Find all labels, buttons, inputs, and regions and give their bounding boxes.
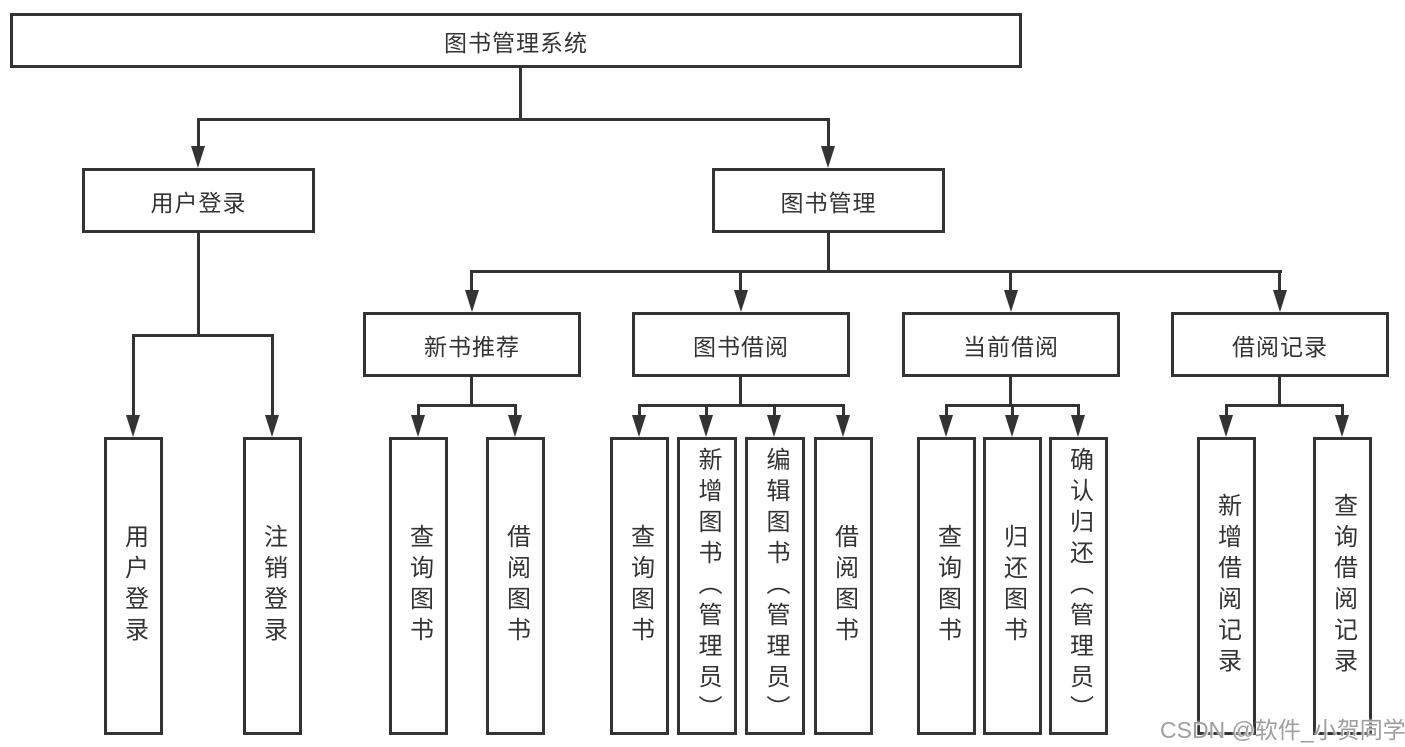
connector-line bbox=[1225, 404, 1344, 407]
connector-line bbox=[417, 404, 420, 417]
connector-line bbox=[773, 404, 776, 417]
arrow-down-icon bbox=[265, 415, 279, 437]
connector-line bbox=[470, 270, 1282, 273]
arrow-down-icon bbox=[767, 415, 781, 437]
arrow-down-icon bbox=[1273, 290, 1287, 312]
leaf-return-book: 归还图书 bbox=[983, 437, 1042, 735]
connector-line bbox=[1278, 270, 1281, 292]
connector-line bbox=[638, 404, 641, 417]
arrow-down-icon bbox=[411, 415, 425, 437]
connector-line bbox=[271, 334, 274, 417]
box-new-book-recommend: 新书推荐 bbox=[363, 312, 581, 377]
leaf-confirm-return-admin: 确认归还（管理员） bbox=[1049, 437, 1108, 735]
arrow-down-icon bbox=[1071, 415, 1085, 437]
leaf-user-login: 用户登录 bbox=[104, 437, 163, 735]
arrow-down-icon bbox=[1335, 415, 1349, 437]
leaf-add-borrow-record: 新增借阅记录 bbox=[1197, 437, 1256, 735]
connector-line bbox=[1009, 270, 1012, 292]
arrow-down-icon bbox=[836, 415, 850, 437]
connector-line bbox=[519, 68, 522, 120]
connector-line bbox=[197, 233, 200, 336]
leaf-query-book-current: 查询图书 bbox=[917, 437, 976, 735]
arrow-down-icon bbox=[1219, 415, 1233, 437]
arrow-down-icon bbox=[1004, 290, 1018, 312]
connector-line bbox=[1225, 404, 1228, 417]
leaf-query-borrow-record: 查询借阅记录 bbox=[1313, 437, 1372, 735]
csdn-watermark: CSDN @软件_小贺同学 bbox=[1160, 717, 1405, 743]
box-borrow-record: 借阅记录 bbox=[1171, 312, 1389, 377]
connector-line bbox=[827, 118, 830, 150]
connector-line bbox=[1077, 404, 1080, 417]
connector-line bbox=[638, 404, 845, 407]
connector-line bbox=[132, 334, 135, 417]
root-box-library-system: 图书管理系统 bbox=[10, 13, 1022, 68]
box-book-management: 图书管理 bbox=[712, 168, 945, 233]
connector-line bbox=[1011, 404, 1014, 417]
box-book-borrow: 图书借阅 bbox=[632, 312, 850, 377]
connector-line bbox=[739, 377, 742, 406]
leaf-logout: 注销登录 bbox=[243, 437, 302, 735]
arrow-down-icon bbox=[465, 290, 479, 312]
leaf-edit-book-admin: 编辑图书（管理员） bbox=[745, 437, 805, 735]
arrow-down-icon bbox=[699, 415, 713, 437]
arrow-down-icon bbox=[821, 146, 835, 168]
leaf-query-book-recommend: 查询图书 bbox=[389, 437, 448, 735]
connector-line bbox=[132, 334, 274, 337]
arrow-down-icon bbox=[632, 415, 646, 437]
connector-line bbox=[1341, 404, 1344, 417]
arrow-down-icon bbox=[508, 415, 522, 437]
leaf-add-book-admin: 新增图书（管理员） bbox=[677, 437, 737, 735]
leaf-borrow-book: 借阅图书 bbox=[814, 437, 873, 735]
connector-line bbox=[470, 377, 473, 406]
arrow-down-icon bbox=[1005, 415, 1019, 437]
connector-line bbox=[470, 270, 473, 292]
arrow-down-icon bbox=[939, 415, 953, 437]
connector-line bbox=[197, 118, 830, 121]
connector-line bbox=[1278, 377, 1281, 406]
box-current-borrow: 当前借阅 bbox=[902, 312, 1120, 377]
connector-line bbox=[827, 233, 830, 272]
connector-line bbox=[945, 404, 948, 417]
connector-line bbox=[842, 404, 845, 417]
box-user-login-group: 用户登录 bbox=[82, 168, 315, 233]
connector-line bbox=[417, 404, 517, 407]
connector-line bbox=[739, 270, 742, 292]
connector-line bbox=[705, 404, 708, 417]
connector-line bbox=[1009, 377, 1012, 406]
arrow-down-icon bbox=[126, 415, 140, 437]
leaf-query-book-borrow: 查询图书 bbox=[610, 437, 669, 735]
leaf-borrow-book-recommend: 借阅图书 bbox=[486, 437, 545, 735]
arrow-down-icon bbox=[191, 146, 205, 168]
connector-line bbox=[514, 404, 517, 417]
arrow-down-icon bbox=[734, 290, 748, 312]
connector-line bbox=[197, 118, 200, 150]
